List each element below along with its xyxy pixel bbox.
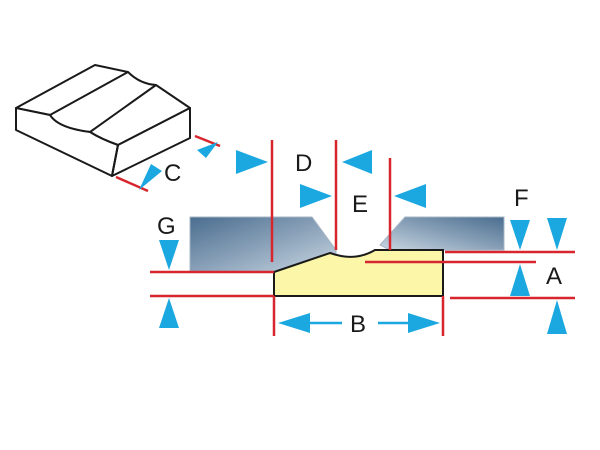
label-e: E [352,191,368,218]
right-plate [379,216,505,251]
label-b: B [350,311,366,338]
label-d: D [295,150,312,177]
dimension-lines [115,134,575,336]
label-c: C [164,160,181,187]
arrowheads [139,142,567,334]
label-g: G [157,213,176,240]
label-f: F [514,185,529,212]
isometric-block [15,64,191,177]
label-a: A [546,263,562,290]
